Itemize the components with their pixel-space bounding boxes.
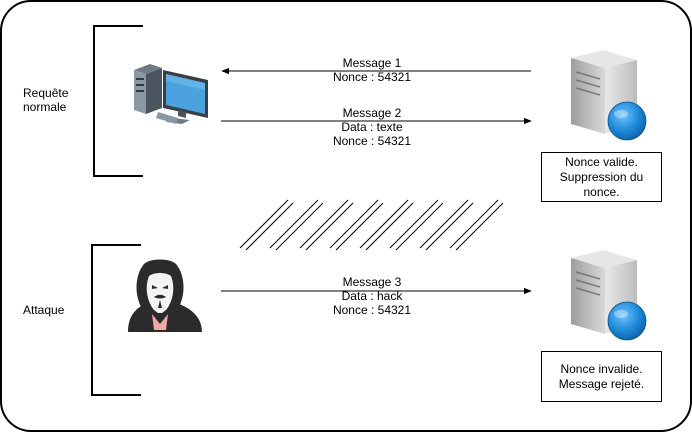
message-title: Message 3 <box>342 275 402 289</box>
normal-request-label-line: normale <box>23 100 67 114</box>
message-data: Data : hack <box>341 289 403 303</box>
server-globe-icon <box>571 250 647 341</box>
separator-hatching <box>239 199 504 251</box>
anonymous-hacker-icon <box>128 259 202 332</box>
server-globe-icon <box>571 50 647 141</box>
desktop-computer-icon <box>134 64 208 124</box>
note-line: Message rejeté. <box>558 376 645 391</box>
normal-request-bracket <box>93 25 143 177</box>
attack-label: Attaque <box>23 303 64 317</box>
message-1-label: Message 1 Nonce : 54321 <box>272 56 472 84</box>
attack-label-line: Attaque <box>23 303 65 317</box>
note-line: Nonce invalide. <box>560 361 643 376</box>
message-nonce: Nonce : 54321 <box>332 303 412 317</box>
message-nonce: Nonce : 54321 <box>332 134 412 148</box>
server-note-invalid: Nonce invalide. Message rejeté. <box>541 351 662 402</box>
note-line: Nonce valide. <box>565 154 638 169</box>
message-title: Message 1 <box>342 56 402 70</box>
server-note-valid: Nonce valide. Suppression du nonce. <box>541 152 662 202</box>
note-line: Suppression du <box>559 169 644 184</box>
message-data: Data : texte <box>341 120 403 134</box>
message-2-label: Message 2 Data : texte Nonce : 54321 <box>272 106 472 148</box>
normal-request-label: Requête normale <box>23 86 68 114</box>
message-nonce: Nonce : 54321 <box>332 70 412 84</box>
normal-request-label-line: Requête <box>23 86 69 100</box>
message-title: Message 2 <box>342 106 402 120</box>
note-line: nonce. <box>583 184 620 199</box>
attack-bracket <box>91 244 141 396</box>
message-3-label: Message 3 Data : hack Nonce : 54321 <box>272 275 472 317</box>
